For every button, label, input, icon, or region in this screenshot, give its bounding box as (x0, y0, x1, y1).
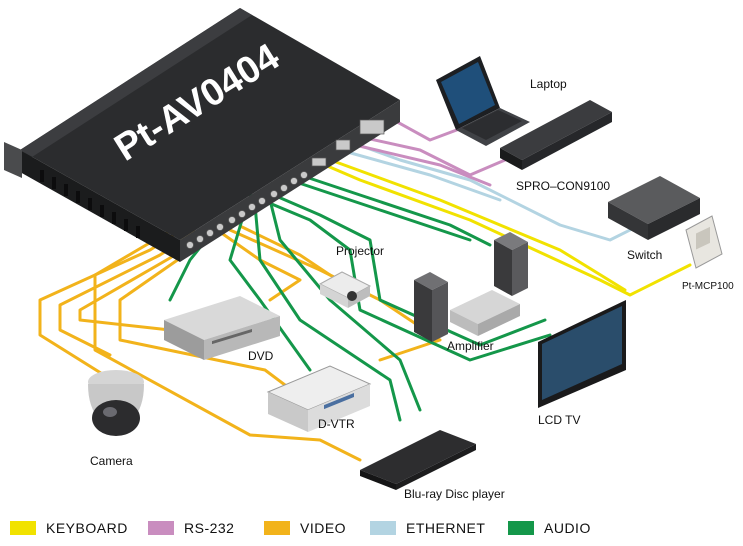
keyboard-cable-ptmcp (316, 160, 692, 297)
rear-connectors (186, 119, 385, 249)
legend-item-audio: AUDIO (508, 514, 591, 542)
spro-label: SPRO–CON9100 (516, 179, 610, 193)
audio-cable-amplifier (298, 173, 492, 247)
legend-item-video: VIDEO (264, 514, 346, 542)
video-cable-dvtr-2 (118, 234, 287, 387)
ethernet-cable-switch (343, 138, 642, 242)
bluray-label: Blu-ray Disc player (404, 487, 505, 501)
video-cable-projector (238, 224, 332, 277)
camera-device[interactable] (88, 370, 144, 436)
dvd-device[interactable] (164, 296, 280, 360)
audio-cable-lcdtv-2 (260, 188, 547, 347)
lcd-tv-device[interactable] (538, 300, 626, 408)
legend-item-ethernet: ETHERNET (370, 514, 485, 542)
legend: KEYBOARD RS-232 VIDEO ETHERNET AUDIO (0, 514, 743, 542)
audio-cable-amplifier-2 (288, 178, 472, 242)
dvtr-device[interactable] (266, 365, 372, 432)
legend-label-audio: AUDIO (544, 520, 591, 536)
audio-cable-bluray-2 (268, 198, 422, 412)
projector-device[interactable] (318, 271, 372, 308)
legend-item-keyboard: KEYBOARD (10, 514, 128, 542)
camera-label: Camera (90, 454, 133, 468)
legend-label-video: VIDEO (300, 520, 347, 536)
laptop-device[interactable] (436, 56, 530, 146)
dvtr-label: D-VTR (318, 417, 355, 431)
legend-label-rs232: RS-232 (184, 520, 235, 536)
speaker-right (494, 232, 528, 296)
audio-cable-bluray (253, 203, 402, 422)
pt-mcp100-device[interactable] (685, 215, 723, 269)
switch-label: Switch (627, 248, 662, 262)
laptop-label: Laptop (530, 77, 567, 91)
front-vents (40, 170, 140, 238)
dvd-label: DVD (248, 349, 274, 363)
amplifier-label: Amplifier (447, 339, 494, 353)
legend-swatch-audio (508, 521, 534, 535)
legend-swatch-video (264, 521, 290, 535)
legend-item-rs232: RS-232 (148, 514, 234, 542)
legend-swatch-ethernet (370, 521, 396, 535)
rs232-cable-spro-2 (353, 143, 492, 187)
lcdtv-label: LCD TV (538, 413, 580, 427)
ethernet-cable-switch-2 (338, 148, 502, 202)
rs232-cable-spro (350, 133, 507, 177)
spro-con9100-device[interactable] (500, 100, 612, 170)
legend-label-ethernet: ETHERNET (406, 520, 486, 536)
ptmcp-label: Pt-MCP100 (682, 281, 734, 292)
projector-label: Projector (336, 244, 384, 258)
legend-swatch-rs232 (148, 521, 174, 535)
legend-label-keyboard: KEYBOARD (46, 520, 128, 536)
bluray-player-device[interactable] (360, 430, 476, 490)
switch-device[interactable] (608, 176, 700, 240)
speaker-left (414, 272, 448, 342)
legend-swatch-keyboard (10, 521, 36, 535)
video-cable-dvd-2 (218, 230, 302, 302)
pt-av0404-matrix[interactable]: Pt-AV0404 (4, 8, 400, 262)
keyboard-cable-ptmcp-2 (323, 156, 627, 292)
amplifier-device[interactable] (450, 290, 520, 336)
cables (38, 116, 692, 462)
audio-cable-dvtr (228, 208, 312, 372)
video-cable-bluray (93, 226, 362, 462)
